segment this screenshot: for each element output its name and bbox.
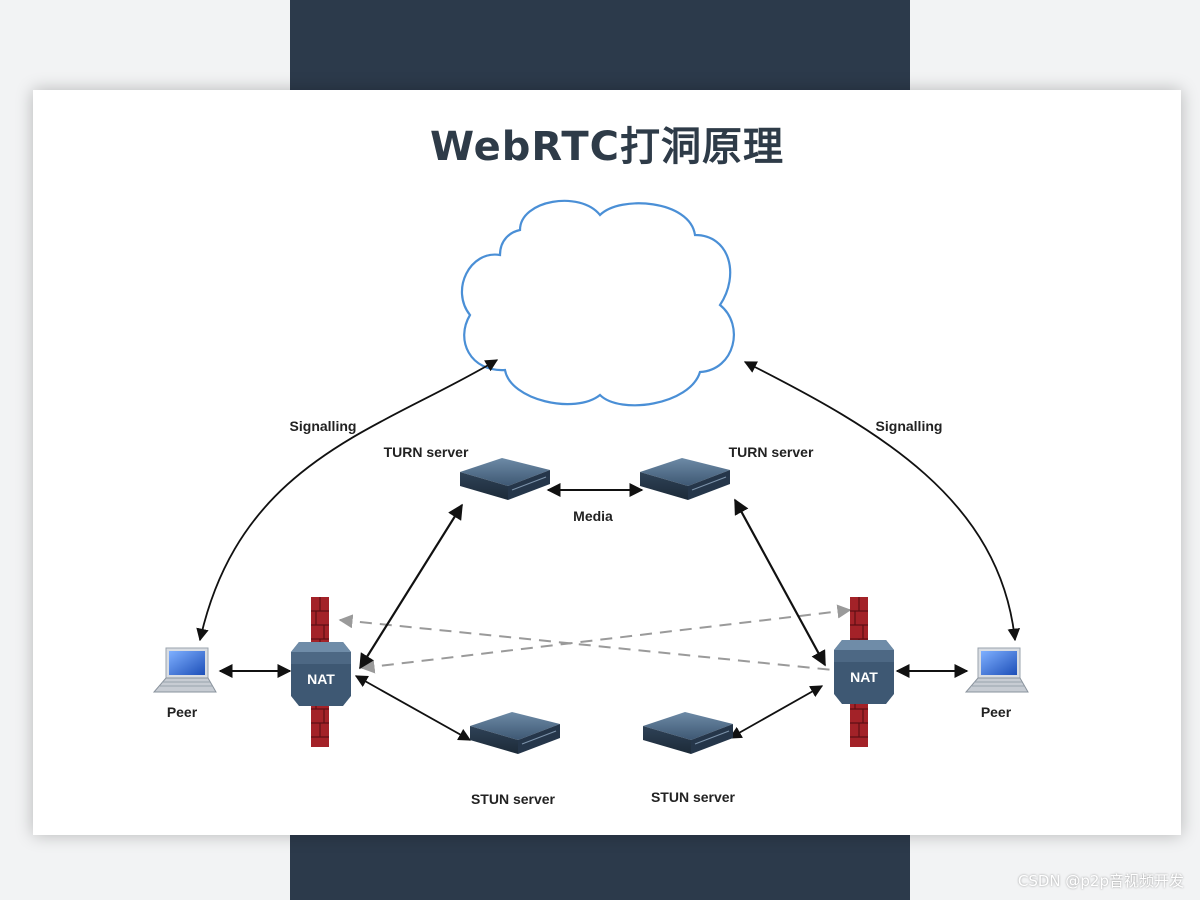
peer-left-label: Peer xyxy=(167,704,198,720)
stun-server-right-label: STUN server xyxy=(651,789,736,805)
peer-right-laptop-icon xyxy=(965,647,1029,693)
signalling-left-link xyxy=(196,359,499,642)
turn-server-left-icon xyxy=(459,457,551,501)
nat-right-label: NAT xyxy=(850,669,878,685)
stun-server-right-icon xyxy=(642,711,734,755)
nat-right-to-stun-right-link xyxy=(728,685,824,739)
stun-server-left-label: STUN server xyxy=(471,791,556,807)
nat-left-label: NAT xyxy=(307,671,335,687)
stun-server-left-icon xyxy=(469,711,561,755)
nat-left-to-stun-left-link xyxy=(354,675,472,741)
signalling-left-label: Signalling xyxy=(290,418,357,434)
top-band xyxy=(290,0,910,95)
signalling-right-label: Signalling xyxy=(876,418,943,434)
turn-server-right-icon xyxy=(639,457,731,501)
signalling-right-link xyxy=(743,361,1021,642)
direct-link-rtl xyxy=(360,604,852,674)
cloud-icon xyxy=(460,199,735,407)
turn-server-left-label: TURN server xyxy=(384,444,469,460)
watermark-text: CSDN @p2p音视频开发 xyxy=(1017,872,1184,890)
peer-left-laptop-icon xyxy=(153,647,217,693)
media-label: Media xyxy=(573,508,613,524)
nat-right-to-turn-right-link xyxy=(734,498,826,667)
bottom-band xyxy=(290,832,910,900)
nat-left-to-turn-left-link xyxy=(359,503,463,670)
direct-link-ltr xyxy=(338,614,834,671)
turn-server-right-label: TURN server xyxy=(729,444,814,460)
diagram-title: WebRTC打洞原理 xyxy=(430,124,784,170)
peer-right-label: Peer xyxy=(981,704,1012,720)
